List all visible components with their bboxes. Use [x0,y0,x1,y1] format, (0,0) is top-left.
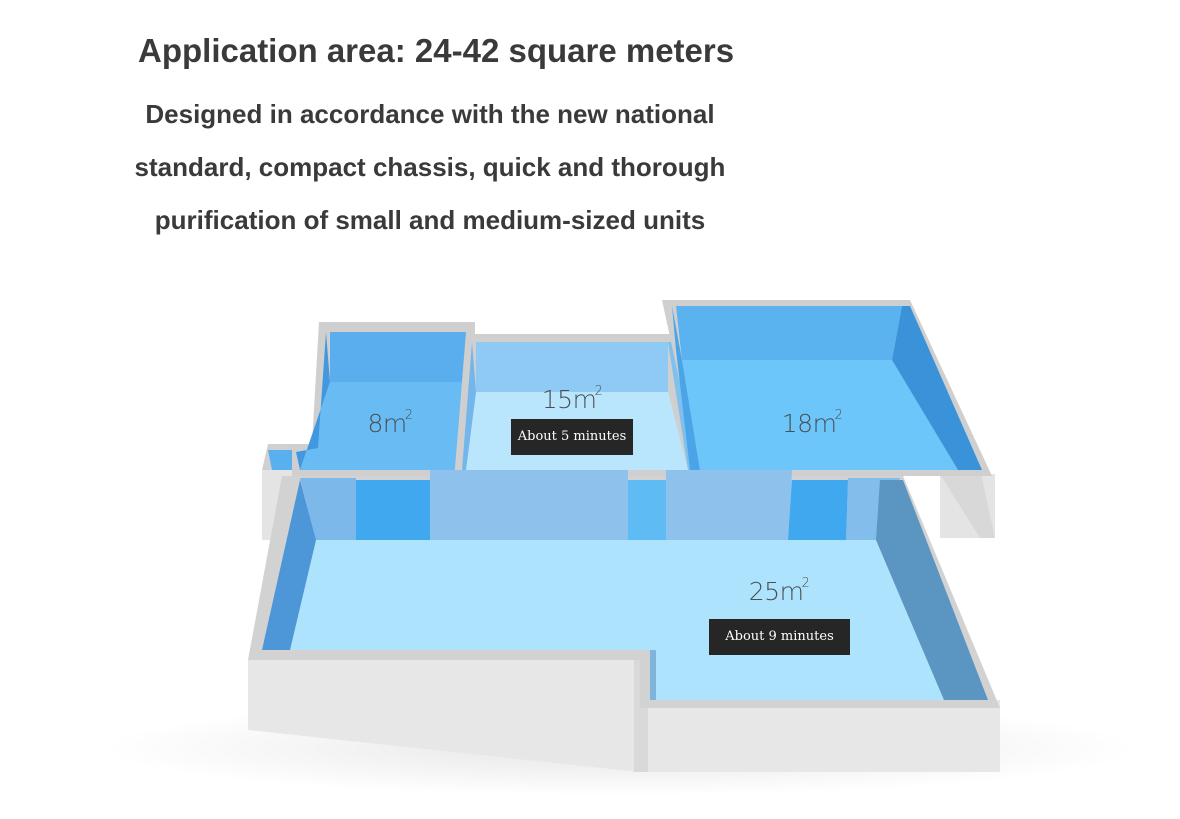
wall-face [640,700,1000,772]
room-15-time-badge: About 5 minutes [511,419,633,455]
description-line: standard, compact chassis, quick and tho… [134,152,726,182]
room-8-backwall [330,332,466,382]
wall-segment [430,470,628,540]
room-25-time-badge: About 9 minutes [709,619,850,655]
room-8-area-label: 8m2 [367,408,413,438]
wall-face [248,660,640,772]
room-25-stepwall [650,650,656,700]
description-line: Designed in accordance with the new nati… [145,99,715,129]
area-value: 25m [748,577,804,606]
doorway [788,480,848,540]
page-title: Application area: 24-42 square meters [138,32,735,69]
wall-segment [666,470,792,540]
room-25-floor [290,540,944,700]
area-unit-superscript: 2 [404,408,413,423]
room-18-leftwall [672,306,700,470]
back-rooms [262,300,995,540]
room-18-backwall [676,306,902,360]
area-unit-superscript: 2 [801,576,810,591]
room-25-area-label: 25m2 [748,576,810,606]
room-8-floor [300,382,462,470]
wall-segment [300,478,356,540]
description: Designed in accordance with the new nati… [100,88,760,247]
room-15-area-label: 15m2 [541,384,603,414]
room-8-small-step [268,450,292,470]
area-unit-superscript: 2 [834,408,843,423]
doorway [356,480,430,540]
area-value: 18m [781,409,837,438]
room-8-leftwall [296,332,330,470]
wall-face [940,474,995,538]
room-25-rightwall [876,480,988,700]
room-15-leftwall [462,342,476,470]
area-value: 15m [541,385,597,414]
description-line: purification of small and medium-sized u… [154,205,706,235]
room-18-floor [682,360,958,470]
area-value: 8m [367,409,407,438]
room-18-rightwall [892,306,982,470]
room-25-leftwall [262,480,316,650]
doorway [628,480,666,540]
front-room [248,470,1000,772]
room-18-area-label: 18m2 [781,408,843,438]
area-unit-superscript: 2 [594,384,603,399]
room-15-backwall [476,342,668,392]
